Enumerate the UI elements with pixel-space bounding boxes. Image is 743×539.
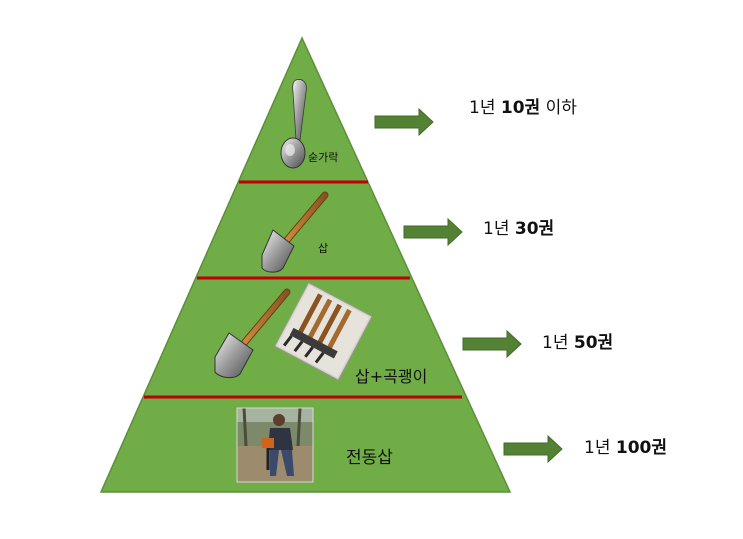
tool-label-power-shovel: 전동삽: [346, 448, 393, 468]
shovel-icon: [261, 191, 329, 273]
arrow-3: [462, 329, 522, 359]
arrow-2: [403, 217, 463, 247]
rate-text-tier-1: 1년 10권 이하: [469, 98, 577, 118]
tool-label-shovel-pickaxe: 삽+곡괭이: [355, 367, 428, 386]
tool-label-spoon: 숟가락: [308, 151, 339, 164]
arrow-4: [503, 434, 563, 464]
power-auger-photo: [236, 407, 314, 483]
rate-text-tier-4: 1년 100권: [584, 438, 668, 458]
spoon-icon: [280, 79, 307, 169]
tool-label-shovel: 삽: [318, 242, 329, 255]
rate-text-tier-2: 1년 30권: [483, 219, 555, 239]
rate-text-tier-3: 1년 50권: [542, 333, 614, 353]
shovel-and-pickaxe-icon: [214, 281, 373, 381]
pyramid-triangle: [99, 36, 512, 493]
arrow-1: [374, 107, 434, 137]
